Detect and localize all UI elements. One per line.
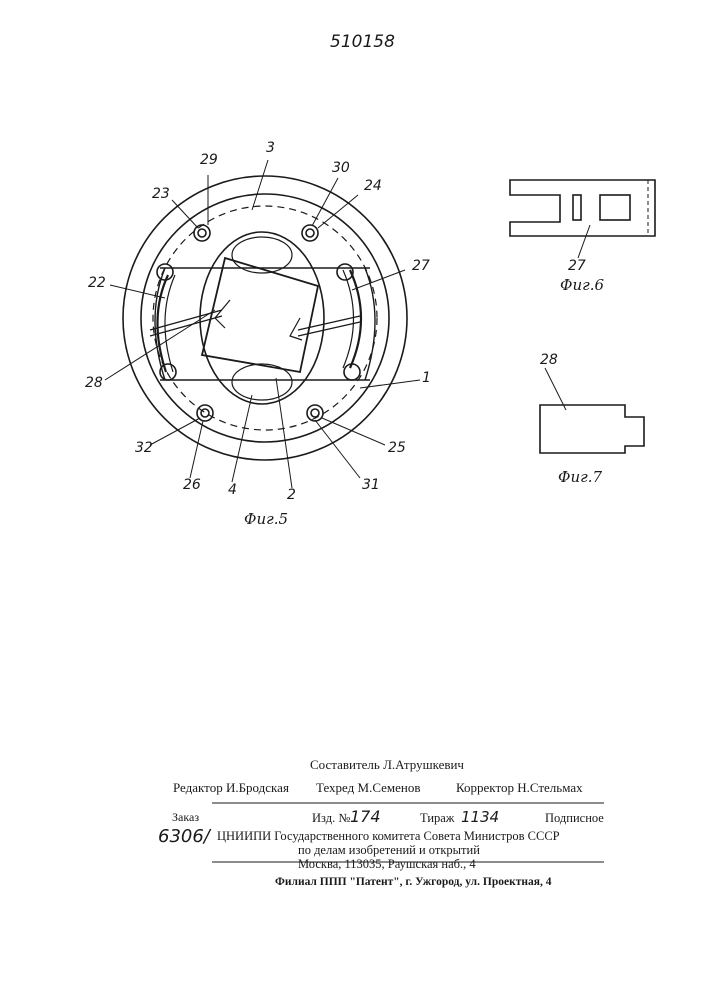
figure-6-caption: Фиг.6 <box>560 276 604 294</box>
label-28-fig7: 28 <box>540 352 558 368</box>
edition-number: 174 <box>350 807 381 826</box>
label-22: 22 <box>88 275 106 291</box>
label-30: 30 <box>332 160 350 176</box>
label-29: 29 <box>200 152 218 168</box>
branch-line: Филиал ППП "Патент", г. Ужгород, ул. Про… <box>275 876 551 888</box>
label-27: 27 <box>412 258 430 274</box>
circulation-number: 1134 <box>461 808 499 826</box>
label-1: 1 <box>422 370 431 386</box>
figure-7-drawing <box>540 368 644 453</box>
techred-line: Техред М.Семенов <box>316 780 421 796</box>
square-block <box>202 258 318 372</box>
composer-line: Составитель Л.Атрушкевич <box>310 757 464 773</box>
label-24: 24 <box>364 178 382 194</box>
figure-6-drawing <box>510 180 655 258</box>
rotor-ellipse <box>200 232 324 404</box>
label-28: 28 <box>85 375 103 391</box>
label-27-fig6: 27 <box>568 258 586 274</box>
label-3: 3 <box>266 140 275 156</box>
label-25: 25 <box>388 440 406 456</box>
org-line-1: ЦНИИПИ Государственного комитета Совета … <box>217 829 560 844</box>
editor-line: Редактор И.Бродская <box>173 780 289 796</box>
order-number: 6306/ <box>158 826 210 847</box>
label-2: 2 <box>287 487 296 503</box>
label-32: 32 <box>135 440 153 456</box>
label-4: 4 <box>228 482 237 498</box>
label-23: 23 <box>152 186 170 202</box>
corrector-line: Корректор Н.Стельмах <box>456 780 583 796</box>
org-line-3: Москва, 113035, Раушская наб., 4 <box>298 857 476 872</box>
subscription-label: Подписное <box>545 811 604 826</box>
dashed-circle <box>153 206 377 430</box>
label-26: 26 <box>183 477 201 493</box>
order-label: Заказ <box>172 810 199 825</box>
org-line-2: по делам изобретений и открытий <box>298 843 480 858</box>
label-31: 31 <box>362 477 380 493</box>
figure-5-caption: Фиг.5 <box>244 510 288 528</box>
edition-label: Изд. № <box>312 811 350 826</box>
circulation-label: Тираж <box>420 811 454 826</box>
figure-7-caption: Фиг.7 <box>558 468 602 486</box>
